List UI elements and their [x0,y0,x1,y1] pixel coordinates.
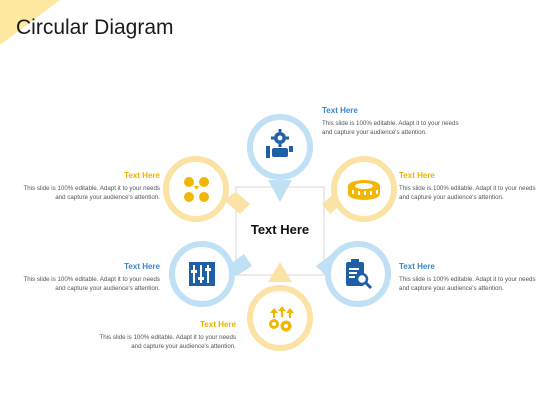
circles-arrows-icon [184,177,209,202]
label-bottom-heading: Text Here [200,320,236,329]
label-lower-right-heading: Text Here [399,262,435,271]
page-title: Circular Diagram [16,16,174,39]
label-lower-right: Text Here This slide is 100% editable. A… [399,262,549,293]
label-upper-left-heading: Text Here [124,171,160,180]
label-upper-left-desc-2: and capture your audience's attention. [55,194,160,201]
connector-upper-left [224,192,250,214]
label-upper-right-heading: Text Here [399,171,435,180]
label-lower-left-desc-2: and capture your audience's attention. [55,285,160,292]
label-upper-right: Text Here This slide is 100% editable. A… [399,171,549,202]
label-upper-right-desc-1: This slide is 100% editable. Adapt it to… [399,185,536,192]
gears-arrows-icon [269,306,294,332]
label-bottom-desc-2: and capture your audience's attention. [131,343,236,350]
label-lower-right-desc-1: This slide is 100% editable. Adapt it to… [399,276,536,283]
label-top: Text Here This slide is 100% editable. A… [322,106,482,137]
connector-top [268,180,292,202]
clipboard-search-icon [346,259,373,290]
connector-bottom [268,262,292,282]
node-bottom [247,285,313,351]
label-upper-left: Text Here This slide is 100% editable. A… [0,171,160,202]
label-lower-left-desc-1: This slide is 100% editable. Adapt it to… [23,276,160,283]
label-lower-left: Text Here This slide is 100% editable. A… [0,262,160,293]
label-bottom: Text Here This slide is 100% editable. A… [76,320,236,351]
label-top-heading: Text Here [322,106,358,115]
center-label: Text Here [250,222,310,237]
label-top-desc-2: and capture your audience's attention. [322,129,427,136]
label-upper-left-desc-1: This slide is 100% editable. Adapt it to… [23,185,160,192]
label-lower-right-desc-2: and capture your audience's attention. [399,285,504,292]
sliders-icon [189,262,215,286]
label-top-desc-1: This slide is 100% editable. Adapt it to… [322,120,459,127]
corner-decoration [0,0,60,45]
hand-gear-icon [266,129,293,158]
label-upper-right-desc-2: and capture your audience's attention. [399,194,504,201]
tape-measure-icon [348,180,380,200]
label-bottom-desc-1: This slide is 100% editable. Adapt it to… [99,334,236,341]
label-lower-left-heading: Text Here [124,262,160,271]
